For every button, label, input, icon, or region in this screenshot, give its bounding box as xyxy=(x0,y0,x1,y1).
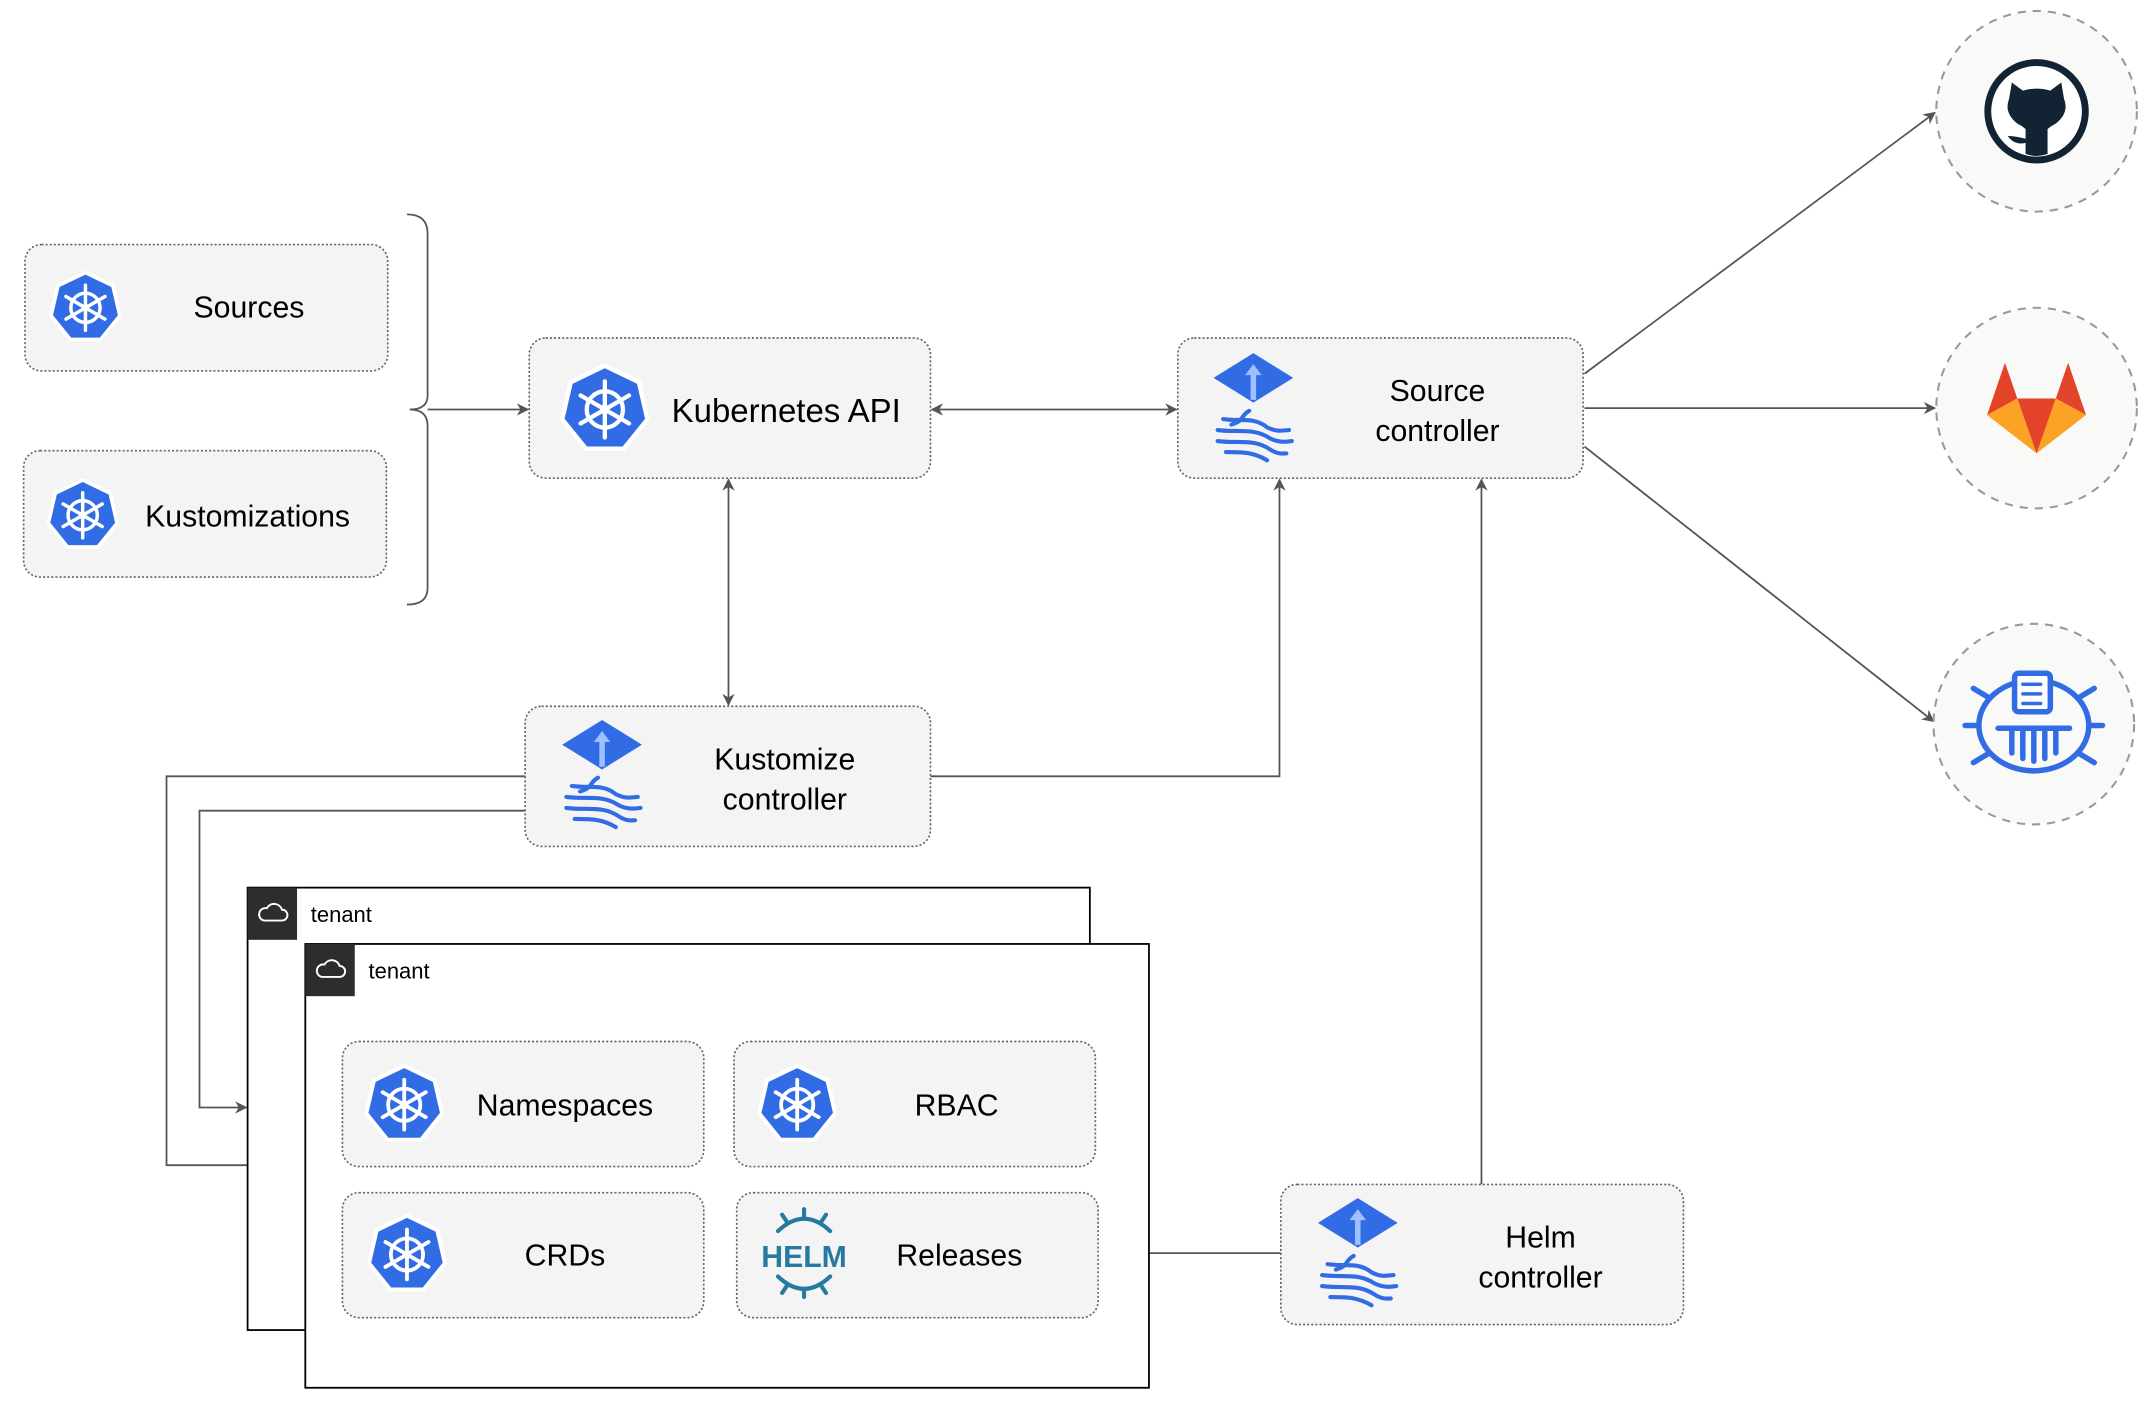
edge-source-to-github xyxy=(1583,111,1936,375)
source-controller-label-2: controller xyxy=(1375,415,1499,448)
helm-controller-label-1: Helm xyxy=(1505,1222,1576,1255)
kubernetes-api-node[interactable]: Kubernetes API xyxy=(528,337,932,479)
crds-label: CRDs xyxy=(525,1239,606,1272)
helm-controller-label-2: controller xyxy=(1478,1261,1602,1294)
namespaces-label: Namespaces xyxy=(477,1090,653,1123)
edge-source-to-bucket xyxy=(1583,445,1935,723)
tenant-label: tenant xyxy=(369,958,430,983)
kustomize-controller-label-1: Kustomize xyxy=(714,743,855,776)
edge-kustomize-to-source xyxy=(930,478,1286,778)
helm-controller-node[interactable]: Helm controller xyxy=(1280,1183,1685,1326)
brace-connector xyxy=(406,213,429,606)
edge-kustomize-to-tenant-front xyxy=(165,775,526,1172)
crds-node[interactable]: CRDs xyxy=(341,1191,705,1319)
source-controller-node[interactable]: Source controller xyxy=(1176,337,1584,479)
helm-logo-text: HELM xyxy=(761,1241,847,1274)
tenant-label: tenant xyxy=(311,902,372,927)
kustomizations-node[interactable]: Kustomizations xyxy=(22,449,388,578)
kustomizations-label: Kustomizations xyxy=(145,500,350,533)
namespaces-node[interactable]: Namespaces xyxy=(341,1040,705,1168)
sources-node[interactable]: Sources xyxy=(24,243,389,372)
kustomize-controller-label-2: controller xyxy=(723,783,847,816)
bucket-icon xyxy=(1962,670,2106,774)
rbac-label: RBAC xyxy=(915,1090,999,1123)
releases-node[interactable]: HELM Releases xyxy=(735,1191,1099,1319)
releases-label: Releases xyxy=(896,1239,1022,1272)
github-icon xyxy=(1984,59,2089,164)
bucket-node[interactable] xyxy=(1932,622,2136,826)
gitlab-icon xyxy=(1987,362,2087,454)
helm-icon xyxy=(775,1207,833,1300)
kustomize-controller-node[interactable]: Kustomize controller xyxy=(524,705,932,848)
edge-kustomize-to-tenant-back xyxy=(198,809,526,1114)
github-node[interactable] xyxy=(1935,9,2138,213)
rbac-node[interactable]: RBAC xyxy=(733,1040,1097,1168)
gitlab-node[interactable] xyxy=(1935,306,2138,510)
sources-label: Sources xyxy=(194,291,305,324)
source-controller-label-1: Source xyxy=(1390,375,1486,408)
kubernetes-api-label: Kubernetes API xyxy=(672,392,901,429)
